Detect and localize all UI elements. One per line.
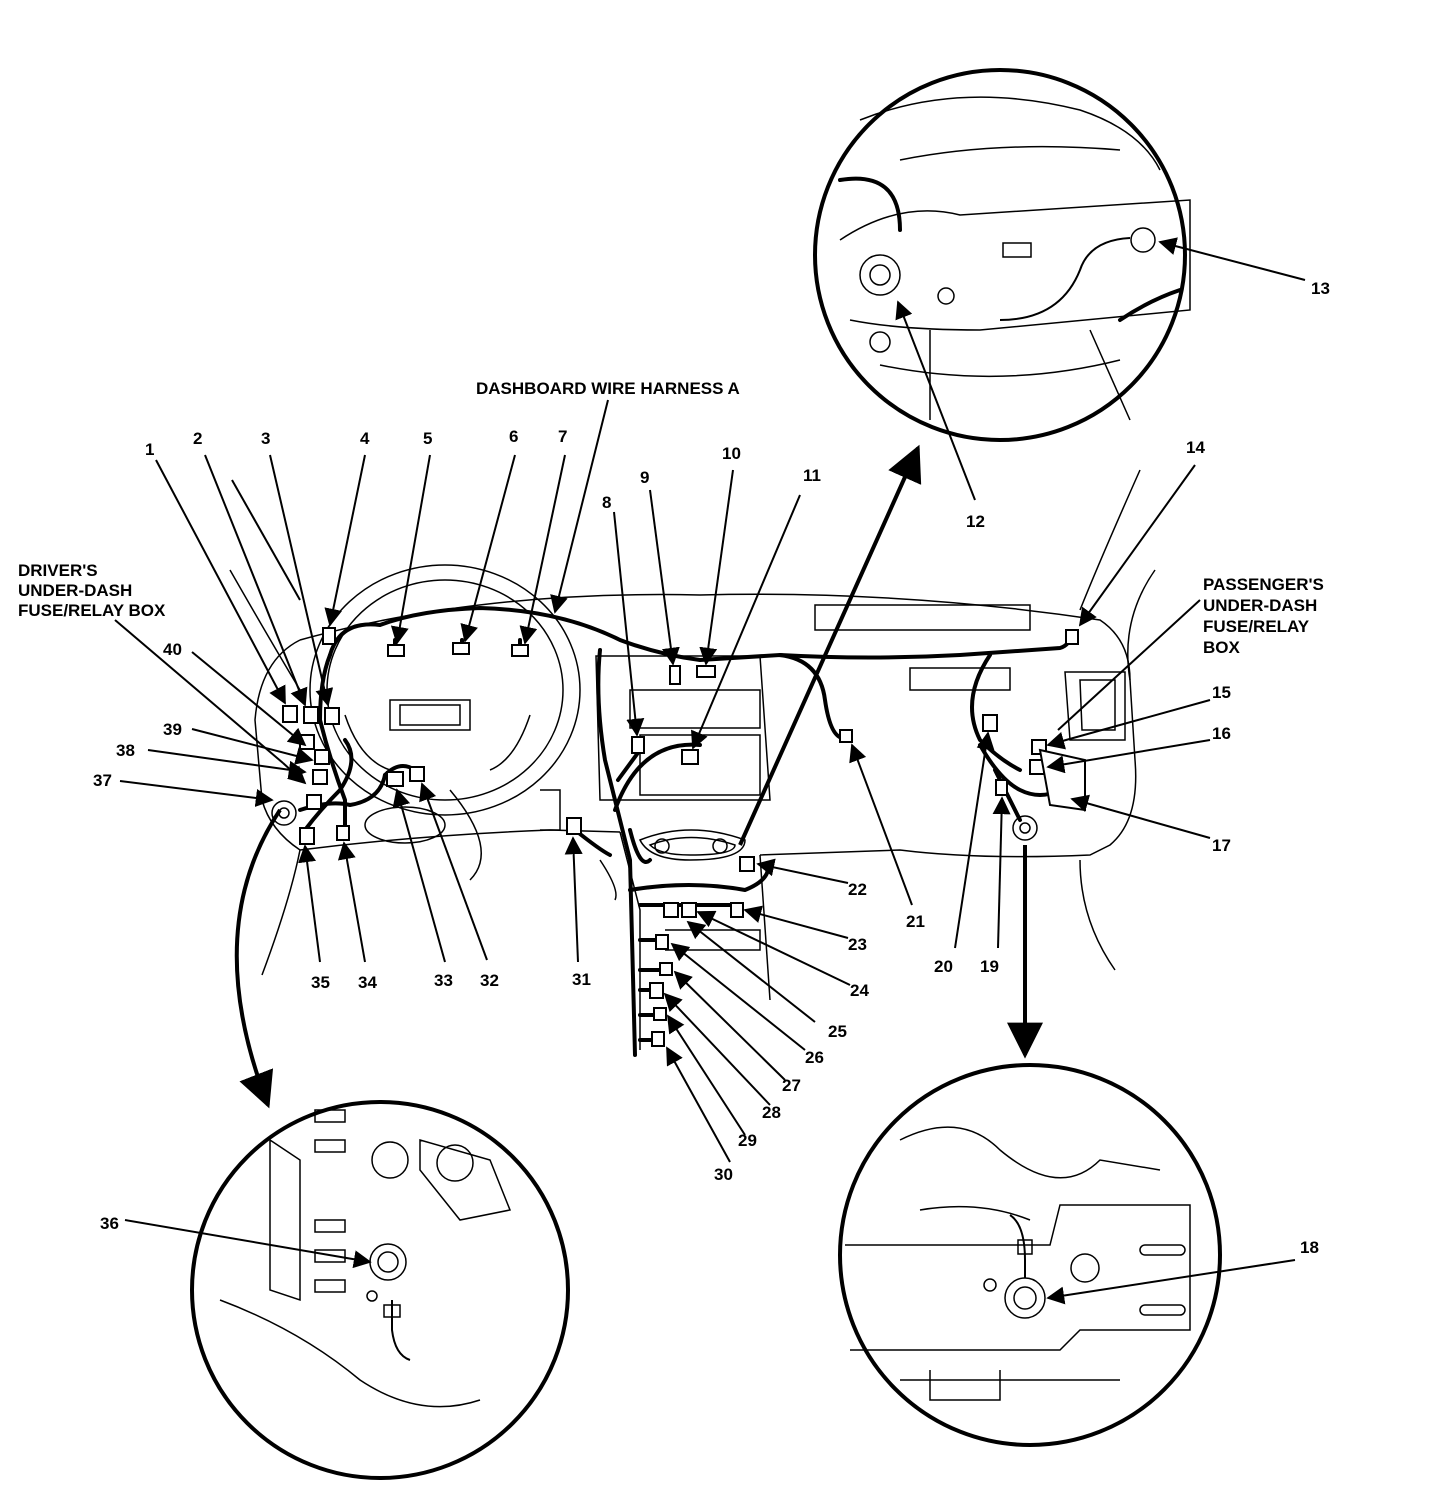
text-labels: DASHBOARD WIRE HARNESS A DRIVER'S UNDER-… [18, 279, 1330, 1257]
callout-26: 26 [805, 1048, 824, 1067]
callout-25: 25 [828, 1022, 847, 1041]
detail-circle-left [190, 1100, 570, 1480]
callout-17: 17 [1212, 836, 1231, 855]
callout-33: 33 [434, 971, 453, 990]
callout-7: 7 [558, 427, 567, 446]
callout-37: 37 [93, 771, 112, 790]
driver-box-label-line2: UNDER-DASH [18, 581, 132, 600]
callout-20: 20 [934, 957, 953, 976]
callout-32: 32 [480, 971, 499, 990]
callout-31: 31 [572, 970, 591, 989]
callout-38: 38 [116, 741, 135, 760]
callout-40: 40 [163, 640, 182, 659]
callout-14: 14 [1186, 438, 1205, 457]
callout-5: 5 [423, 429, 432, 448]
callout-12: 12 [966, 512, 985, 531]
callout-15: 15 [1212, 683, 1231, 702]
passenger-box-label-line4: BOX [1203, 638, 1241, 657]
callout-24: 24 [850, 981, 869, 1000]
detail-circle-right [838, 1063, 1222, 1447]
callout-3: 3 [261, 429, 270, 448]
callout-28: 28 [762, 1103, 781, 1122]
callout-1: 1 [145, 440, 154, 459]
passenger-box-label-line3: FUSE/RELAY [1203, 617, 1310, 636]
callout-11: 11 [803, 466, 821, 485]
driver-box-label-line3: FUSE/RELAY BOX [18, 601, 166, 620]
harness-label: DASHBOARD WIRE HARNESS A [476, 379, 740, 398]
callout-10: 10 [722, 444, 741, 463]
callout-6: 6 [509, 427, 518, 446]
callout-36: 36 [100, 1214, 119, 1233]
callout-16: 16 [1212, 724, 1231, 743]
center-console [638, 829, 761, 951]
callout-19: 19 [980, 957, 999, 976]
driver-box-label-line1: DRIVER'S [18, 561, 98, 580]
callout-35: 35 [311, 973, 330, 992]
detail-circle-top [813, 68, 1191, 442]
callout-23: 23 [848, 935, 867, 954]
passenger-box-label-line2: UNDER-DASH [1203, 596, 1317, 615]
callout-9: 9 [640, 468, 649, 487]
callout-18: 18 [1300, 1238, 1319, 1257]
passenger-box-label-line1: PASSENGER'S [1203, 575, 1324, 594]
callout-30: 30 [714, 1165, 733, 1184]
callout-4: 4 [360, 429, 370, 448]
callout-22: 22 [848, 880, 867, 899]
callout-8: 8 [602, 493, 611, 512]
callout-13: 13 [1311, 279, 1330, 298]
wire-harness [298, 606, 1072, 1057]
callout-39: 39 [163, 720, 182, 739]
callout-29: 29 [738, 1131, 757, 1150]
callout-27: 27 [782, 1076, 801, 1095]
callout-leaders [114, 237, 1306, 1305]
callout-34: 34 [358, 973, 377, 992]
callout-21: 21 [906, 912, 925, 931]
callout-2: 2 [193, 429, 202, 448]
